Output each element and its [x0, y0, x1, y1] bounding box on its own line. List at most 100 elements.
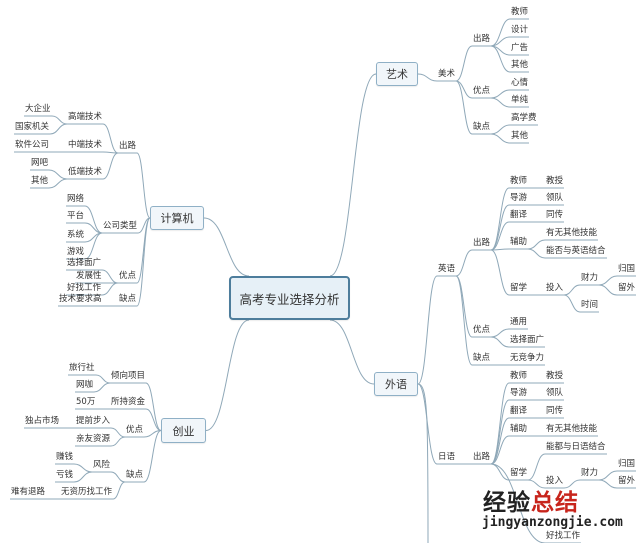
subtopic-node[interactable]: 留外	[618, 476, 636, 486]
subtopic-node[interactable]: 选择面广	[67, 258, 102, 268]
main-topic-node[interactable]: 创业	[161, 418, 206, 443]
subtopic-node[interactable]: 缺点	[126, 470, 144, 480]
subtopic-node[interactable]: 发展性	[76, 271, 102, 281]
subtopic-node[interactable]: 所持资金	[111, 397, 146, 407]
subtopic-node[interactable]: 翻译	[510, 406, 528, 416]
subtopic-node[interactable]: 投入	[546, 476, 564, 486]
subtopic-node[interactable]: 优点	[119, 271, 137, 281]
subtopic-node[interactable]: 出路	[473, 238, 491, 248]
subtopic-node[interactable]: 财力	[581, 273, 599, 283]
connector-line	[490, 399, 510, 465]
subtopic-node[interactable]: 设计	[511, 25, 529, 35]
subtopic-node[interactable]: 网吧	[31, 158, 49, 168]
subtopic-node[interactable]: 好找工作	[67, 283, 102, 293]
subtopic-node[interactable]: 出路	[473, 34, 491, 44]
subtopic-node[interactable]: 缺点	[119, 294, 137, 304]
subtopic-node[interactable]: 有无其他技能	[546, 228, 598, 238]
subtopic-node[interactable]: 广告	[511, 43, 529, 53]
subtopic-node[interactable]: 低端技术	[68, 167, 103, 177]
subtopic-node[interactable]: 无资历找工作	[61, 487, 113, 497]
subtopic-node[interactable]: 教师	[510, 371, 528, 381]
subtopic-node[interactable]: 亏钱	[56, 470, 74, 480]
subtopic-node[interactable]: 中端技术	[68, 140, 103, 150]
subtopic-node[interactable]: 财力	[581, 468, 599, 478]
subtopic-node[interactable]: 其他	[511, 131, 529, 141]
subtopic-node[interactable]: 单纯	[511, 95, 529, 105]
subtopic-node[interactable]: 好找工作	[546, 531, 581, 541]
subtopic-node[interactable]: 教授	[546, 371, 564, 381]
subtopic-node[interactable]: 留学	[510, 283, 528, 293]
subtopic-node[interactable]: 国家机关	[15, 122, 50, 132]
subtopic-node[interactable]: 难有退路	[11, 487, 46, 497]
subtopic-node[interactable]: 优点	[473, 325, 491, 335]
subtopic-node[interactable]: 通用	[510, 317, 528, 327]
subtopic-node[interactable]: 翻译	[510, 210, 528, 220]
connector-line	[455, 249, 473, 277]
subtopic-node[interactable]: 软件公司	[15, 140, 50, 150]
main-topic-node[interactable]: 计算机	[150, 206, 204, 230]
subtopic-node[interactable]: 美术	[438, 69, 456, 79]
subtopic-node[interactable]: 出路	[119, 141, 137, 151]
subtopic-node[interactable]: 风险	[93, 460, 111, 470]
subtopic-node[interactable]: 同传	[546, 406, 564, 416]
subtopic-node[interactable]: 归国	[618, 264, 636, 274]
subtopic-node[interactable]: 赚钱	[56, 452, 74, 462]
subtopic-node[interactable]: 优点	[126, 425, 144, 435]
subtopic-node[interactable]: 领队	[546, 193, 564, 203]
subtopic-node[interactable]: 网咖	[76, 380, 94, 390]
subtopic-node[interactable]: 50万	[76, 397, 96, 407]
subtopic-node[interactable]: 平台	[67, 211, 85, 221]
main-topic-node[interactable]: 外语	[374, 372, 418, 396]
subtopic-node[interactable]: 有无其他技能	[546, 424, 598, 434]
subtopic-node[interactable]: 教师	[510, 176, 528, 186]
subtopic-node[interactable]: 辅助	[510, 237, 528, 247]
subtopic-node[interactable]: 时间	[581, 300, 599, 310]
connector-line	[136, 152, 151, 219]
subtopic-node[interactable]: 留外	[618, 283, 636, 293]
subtopic-node[interactable]: 其他	[31, 176, 49, 186]
subtopic-node[interactable]: 英语	[438, 264, 456, 274]
connector-line	[203, 217, 250, 277]
subtopic-node[interactable]: 大企业	[25, 104, 51, 114]
connector-line	[110, 436, 126, 447]
subtopic-node[interactable]: 缺点	[473, 122, 491, 132]
connector-line	[110, 427, 126, 438]
subtopic-node[interactable]: 教授	[546, 176, 564, 186]
subtopic-node[interactable]: 亲友资源	[76, 434, 111, 444]
subtopic-node[interactable]: 高端技术	[68, 112, 103, 122]
subtopic-node[interactable]: 心情	[511, 78, 529, 88]
subtopic-node[interactable]: 游戏	[67, 247, 85, 257]
subtopic-node[interactable]: 教师	[511, 7, 529, 17]
main-topic-node[interactable]: 艺术	[376, 62, 418, 86]
subtopic-node[interactable]: 导游	[510, 193, 528, 203]
subtopic-node[interactable]: 归国	[618, 459, 636, 469]
subtopic-node[interactable]: 能都与日语结合	[546, 442, 606, 452]
subtopic-node[interactable]: 无竞争力	[510, 353, 545, 363]
subtopic-node[interactable]: 网络	[67, 194, 85, 204]
central-topic[interactable]: 高考专业选择分析	[229, 276, 350, 320]
subtopic-node[interactable]: 高学费	[511, 113, 537, 123]
subtopic-node[interactable]: 能否与英语结合	[546, 246, 606, 256]
subtopic-node[interactable]: 独占市场	[25, 416, 60, 426]
subtopic-node[interactable]: 辅助	[510, 424, 528, 434]
subtopic-node[interactable]: 选择面广	[510, 335, 545, 345]
subtopic-node[interactable]: 同传	[546, 210, 564, 220]
connector-line	[417, 73, 438, 82]
subtopic-node[interactable]: 其他	[511, 60, 529, 70]
subtopic-node[interactable]: 公司类型	[103, 221, 138, 231]
subtopic-node[interactable]: 提前步入	[76, 416, 111, 426]
subtopic-node[interactable]: 系统	[67, 230, 85, 240]
connector-line	[598, 275, 618, 286]
subtopic-node[interactable]: 导游	[510, 388, 528, 398]
subtopic-node[interactable]: 日语	[438, 452, 456, 462]
subtopic-node[interactable]: 优点	[473, 86, 491, 96]
subtopic-node[interactable]: 投入	[546, 283, 564, 293]
subtopic-node[interactable]: 倾向项目	[111, 371, 146, 381]
subtopic-node[interactable]: 留学	[510, 468, 528, 478]
subtopic-node[interactable]: 领队	[546, 388, 564, 398]
subtopic-node[interactable]: 出路	[473, 452, 491, 462]
subtopic-node[interactable]: 技术要求高	[59, 294, 102, 304]
subtopic-node[interactable]: 缺点	[473, 353, 491, 363]
subtopic-node[interactable]: 旅行社	[69, 363, 95, 373]
connector-line	[490, 45, 511, 73]
